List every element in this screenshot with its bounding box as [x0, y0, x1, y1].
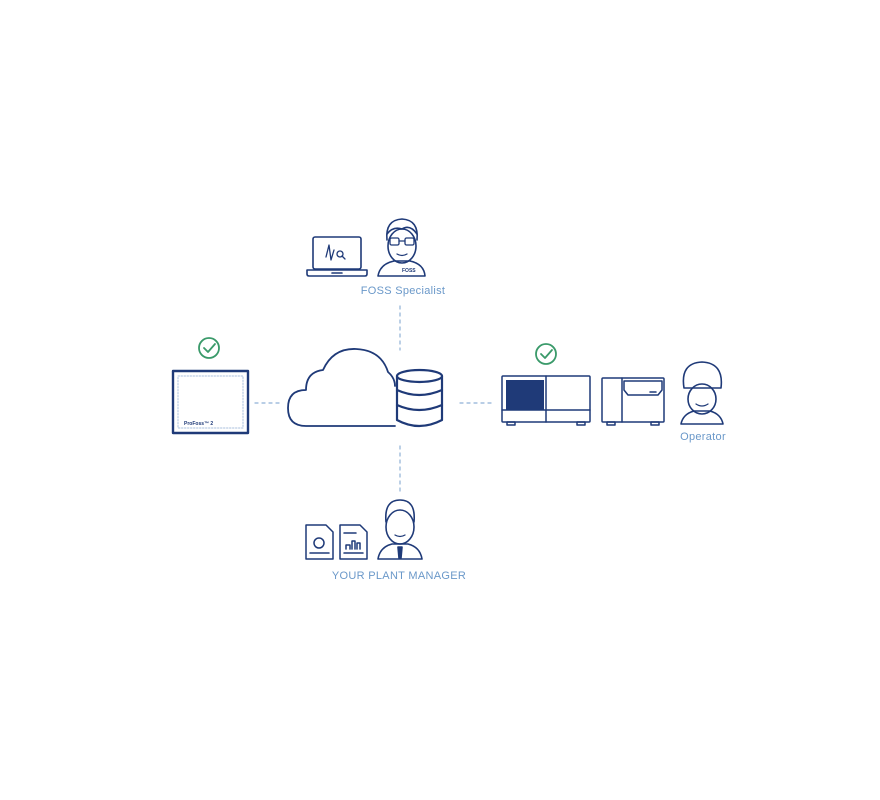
report-doc-icon [305, 524, 334, 560]
foss-badge: FOSS [402, 268, 416, 274]
operator-avatar [680, 361, 724, 425]
foss-specialist-avatar [377, 218, 426, 277]
operator-label: Operator [680, 431, 726, 443]
plant-manager-avatar [377, 499, 423, 560]
check-icon-left [198, 337, 220, 359]
cloud-icon [287, 348, 396, 427]
plant-manager-label: YOUR PLANT MANAGER [331, 570, 467, 582]
profoss-label: ProFoss™ 2 [184, 421, 214, 427]
database-icon [395, 368, 444, 428]
connectors [254, 305, 493, 493]
profoss-device [171, 369, 250, 435]
check-icon-right [535, 343, 557, 365]
foss-specialist-label: FOSS Specialist [360, 285, 446, 297]
laptop-icon [306, 236, 368, 277]
chart-doc-icon [339, 524, 368, 560]
analyzer-device [501, 375, 591, 426]
sample-device [601, 377, 665, 426]
